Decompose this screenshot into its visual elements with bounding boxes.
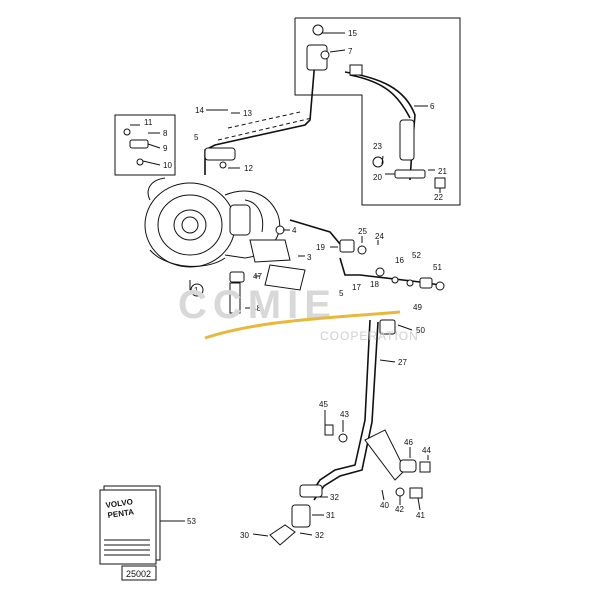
return-pipe <box>289 219 445 291</box>
part-30-label: 30 <box>240 531 249 540</box>
part-50-label: 50 <box>416 326 425 335</box>
watermark-swoosh <box>204 310 401 340</box>
part-51-label: 51 <box>433 263 442 272</box>
part-53-label: 53 <box>187 517 196 526</box>
part-4-label: 4 <box>292 226 297 235</box>
part-9-label: 9 <box>163 144 168 153</box>
part-24-label: 24 <box>375 232 384 241</box>
part-21-label: 21 <box>438 167 447 176</box>
manual-brand-penta: PENTA <box>107 507 135 520</box>
part-10-label: 10 <box>163 161 172 170</box>
part-32-label-upper: 32 <box>330 493 339 502</box>
inset-box-top-right <box>294 17 461 206</box>
bracket-parts <box>123 128 149 166</box>
part-11-label: 11 <box>144 118 153 127</box>
part-13-label: 13 <box>243 109 252 118</box>
part-48-label: 48 <box>252 304 261 313</box>
part-46-label: 46 <box>404 438 413 447</box>
part-8-label: 8 <box>163 129 168 138</box>
fittings-middle <box>204 147 306 314</box>
part-1-label: 1 <box>194 286 199 295</box>
leader-lines <box>130 32 441 537</box>
part-7-label: 7 <box>348 47 353 56</box>
part-22-label: 22 <box>434 193 443 202</box>
part-47-label: 47 <box>253 272 262 281</box>
part-43-label: 43 <box>340 410 349 419</box>
part-14-label: 14 <box>195 106 204 115</box>
part-23-label: 23 <box>373 142 382 151</box>
part-20-label: 20 <box>373 173 382 182</box>
part-52-label: 52 <box>412 251 421 260</box>
part-32-label-lower: 32 <box>315 531 324 540</box>
oil-pipe-dashed <box>217 117 313 141</box>
part-6-label: 6 <box>430 102 435 111</box>
part-2-label: 2 <box>290 293 295 302</box>
part-40-label: 40 <box>380 501 389 510</box>
part-3-label: 3 <box>307 253 312 262</box>
inset-box-left <box>114 114 176 176</box>
part-19-label: 19 <box>316 243 325 252</box>
part-25-label: 25 <box>358 227 367 236</box>
part-12-label: 12 <box>244 164 253 173</box>
part-15-label: 15 <box>348 29 357 38</box>
drawing-code: 25002 <box>126 569 151 579</box>
part-49-label: 49 <box>413 303 422 312</box>
part-42-label: 42 <box>395 505 404 514</box>
part-5-label: 5 <box>194 133 199 142</box>
turbo-callout-circle <box>190 283 204 297</box>
watermark-subtitle: COOPERATION <box>320 329 419 343</box>
part-16-label: 16 <box>395 256 404 265</box>
part-41-label: 41 <box>416 511 425 520</box>
manual-brand-volvo: VOLVO <box>105 497 133 510</box>
bracket-40-drawing <box>324 424 431 499</box>
part-27-label: 27 <box>398 358 407 367</box>
part-5-label-lower: 5 <box>339 289 344 298</box>
pipe-27-drawing <box>269 319 396 546</box>
part-17-label: 17 <box>352 283 361 292</box>
manual-booklet <box>99 485 161 581</box>
part-44-label: 44 <box>422 446 431 455</box>
part-18-label: 18 <box>370 280 379 289</box>
part-45-label: 45 <box>319 400 328 409</box>
part-31-label: 31 <box>326 511 335 520</box>
